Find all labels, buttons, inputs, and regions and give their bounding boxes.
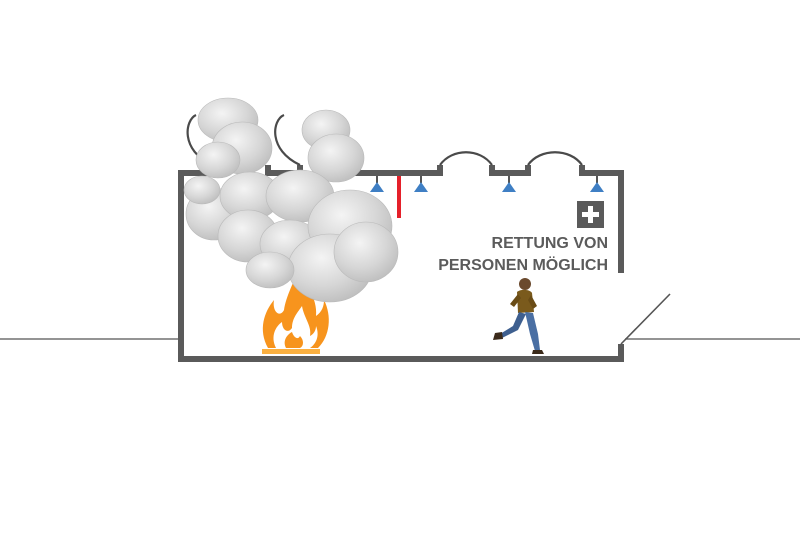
roof-segment-4 [489, 165, 531, 176]
detector-3 [370, 176, 384, 192]
person-shoe-front [532, 350, 544, 354]
person-leg-back [500, 312, 526, 338]
open-door [620, 293, 671, 345]
rescue-caption: RETTUNG VON PERSONEN MÖGLICH [438, 235, 608, 274]
person-shoe-back [493, 332, 503, 340]
person-arm-back [510, 294, 521, 307]
running-person-icon [493, 278, 544, 354]
vent-flap-open-2 [274, 113, 301, 166]
person-head [519, 278, 531, 290]
caption-line-1: RETTUNG VON [492, 235, 608, 252]
fire-tray [262, 349, 320, 354]
smoke-puff [245, 251, 295, 289]
vent-flap-closed-1 [439, 151, 493, 166]
person-leg-front [525, 312, 540, 351]
detector-4 [414, 176, 428, 192]
smoke-cloud-icon [183, 97, 399, 303]
person-arm-front [528, 295, 537, 309]
first-aid-cross-icon [577, 201, 604, 228]
smoke-puff [183, 175, 221, 205]
roof-segment-3 [355, 165, 443, 176]
person-torso [517, 289, 534, 313]
red-alarm-marker-icon [397, 176, 401, 218]
roof-segment-5 [579, 165, 624, 176]
detector-6 [590, 176, 604, 192]
fire-flame-inner [273, 306, 318, 348]
fire-icon [262, 266, 329, 354]
fire-flame-core [284, 332, 303, 348]
building-left-wall-and-floor [178, 173, 624, 362]
smoke-puff [307, 133, 365, 183]
smoke-puff [333, 221, 399, 283]
detector-5 [502, 176, 516, 192]
caption-line-2: PERSONEN MÖGLICH [438, 255, 608, 274]
smoke-puff [195, 141, 241, 179]
vent-flap-closed-2 [527, 151, 583, 166]
